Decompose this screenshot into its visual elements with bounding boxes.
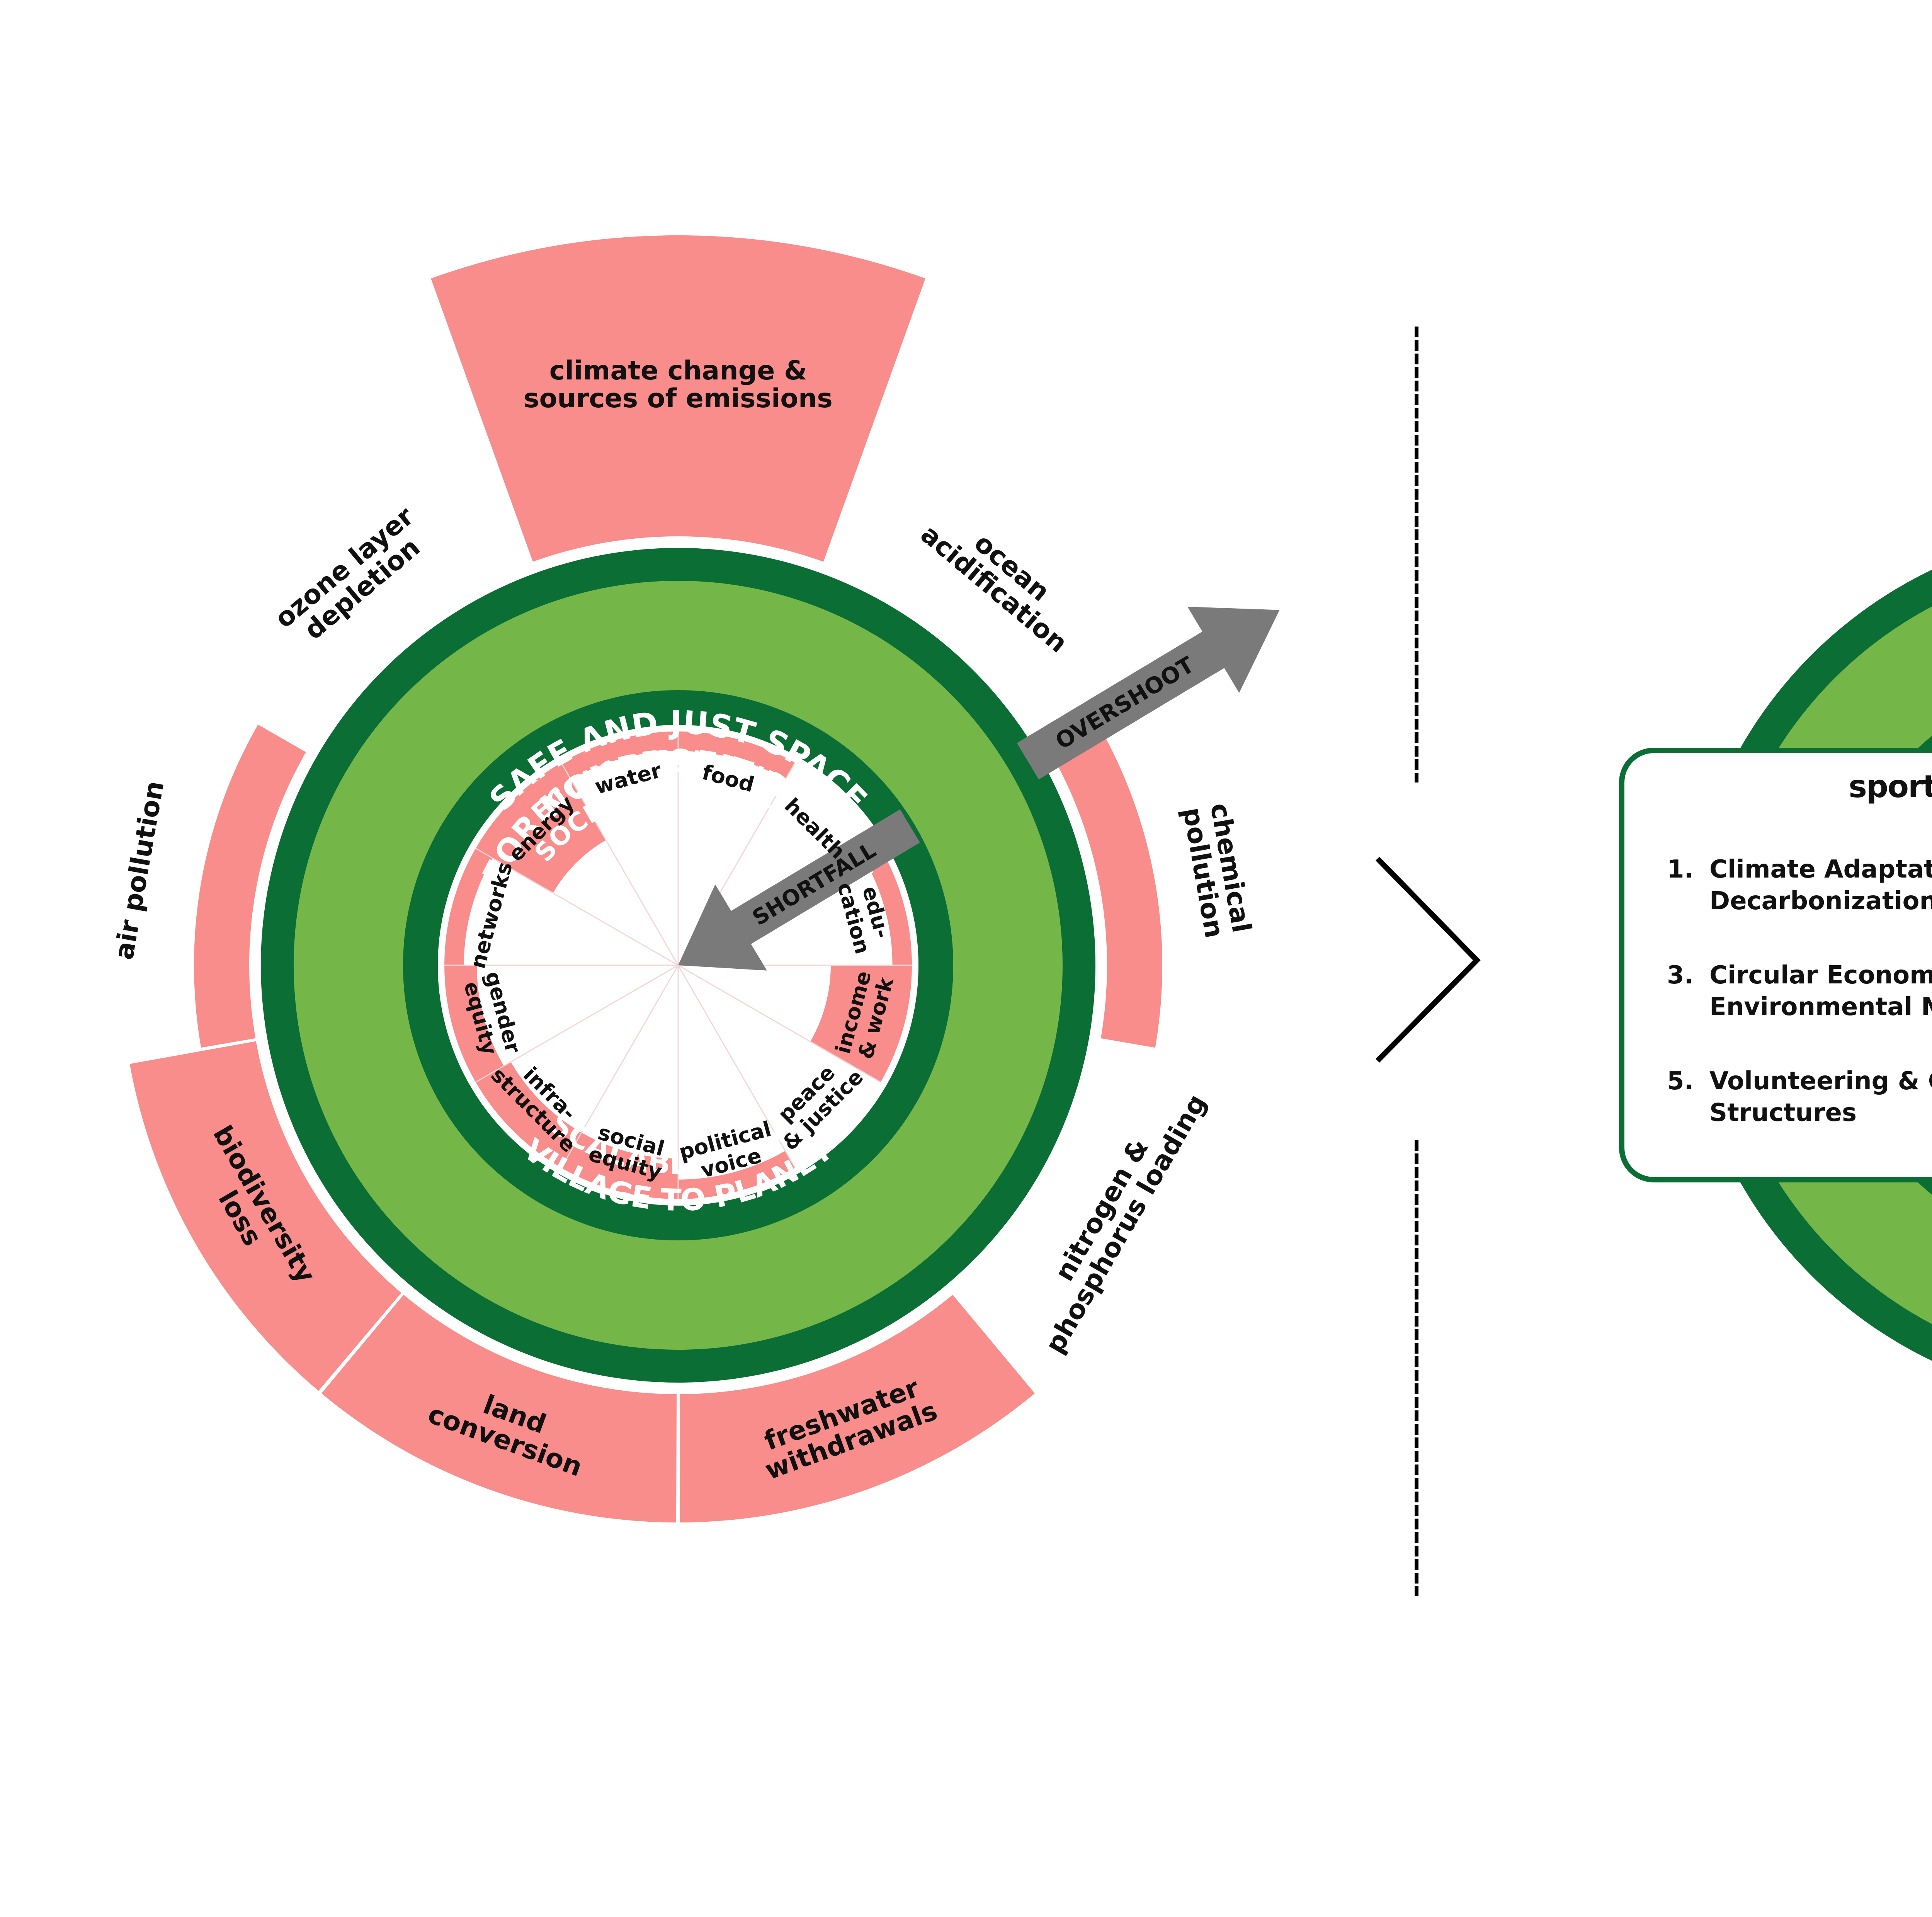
eco-dimension-label: chemicalpollution (1177, 800, 1257, 940)
social-shortfall-wedge (810, 965, 912, 1082)
eco-dimension-label: air pollution (109, 779, 170, 962)
field-text: Circular Economy & Environmental Managem… (1709, 961, 1932, 1021)
field-text: Climate Adaptation & Decarbonization (1709, 855, 1932, 915)
social-shortfall-wedge (444, 965, 504, 1082)
chevron-right-icon (1375, 857, 1481, 1063)
social-sector-divider (678, 964, 881, 1083)
social-sector-divider (475, 964, 679, 1083)
social-shortfall-wedge (476, 1062, 582, 1168)
social-shortfall-wedge (678, 731, 795, 780)
eco-overshoot-wedge (129, 1041, 401, 1391)
eco-dimension-label: ozone layerdepletion (269, 501, 438, 655)
eco-overshoot-wedge (321, 1294, 677, 1522)
social-shortfall-wedge (864, 848, 912, 965)
overshoot-label: OVERSHOOT (1051, 651, 1199, 754)
field-number: 5. (1667, 1067, 1694, 1095)
ecological-overshoot-sectors (129, 235, 1162, 1522)
social-shortfall-wedge (444, 848, 493, 965)
right-ring-top (1738, 570, 1932, 752)
social-shortfall-wedge (561, 731, 678, 780)
eco-overshoot-wedge (679, 1294, 1035, 1522)
development-fields-card: sportainable development fields 1. Climat… (1619, 748, 1932, 1182)
field-item: 3. Circular Economy & Environmental Manag… (1667, 959, 1932, 1023)
eco-overshoot-wedge (194, 725, 306, 1048)
social-shortfall-wedge (678, 1151, 795, 1199)
eco-dimension-label: climate change &sources of emissions (524, 356, 833, 414)
social-sector-divider (561, 762, 679, 966)
social-sector-divider (677, 965, 796, 1168)
eco-label-line: air pollution (109, 779, 170, 962)
eco-overshoot-wedge (431, 235, 925, 562)
eco-label-line: sources of emissions (524, 383, 833, 414)
social-sector-divider (475, 848, 679, 966)
social-sector-divider (561, 965, 679, 1168)
eco-label-line: climate change & (549, 356, 807, 386)
field-item: 5. Volunteering & Club Structures (1667, 1065, 1932, 1129)
social-shortfall-sectors (444, 731, 912, 1199)
field-number: 1. (1667, 855, 1694, 884)
social-shortfall-wedge (561, 1133, 678, 1199)
social-shortfall-wedge (476, 763, 606, 893)
fields-list: 1.Climate Adaptation & Decarbonization 2… (1667, 854, 1932, 1129)
field-item: 1. Climate Adaptation & Decarbonization (1667, 854, 1932, 917)
field-number: 3. (1667, 961, 1694, 990)
eco-overshoot-wedge (1050, 725, 1162, 1048)
overshoot-arrow: OVERSHOOT (1017, 607, 1280, 780)
fields-title: sportainable development fields (1849, 769, 1932, 805)
right-ring-bottom (1738, 1179, 1932, 1361)
field-text: Volunteering & Club Structures (1709, 1067, 1932, 1127)
